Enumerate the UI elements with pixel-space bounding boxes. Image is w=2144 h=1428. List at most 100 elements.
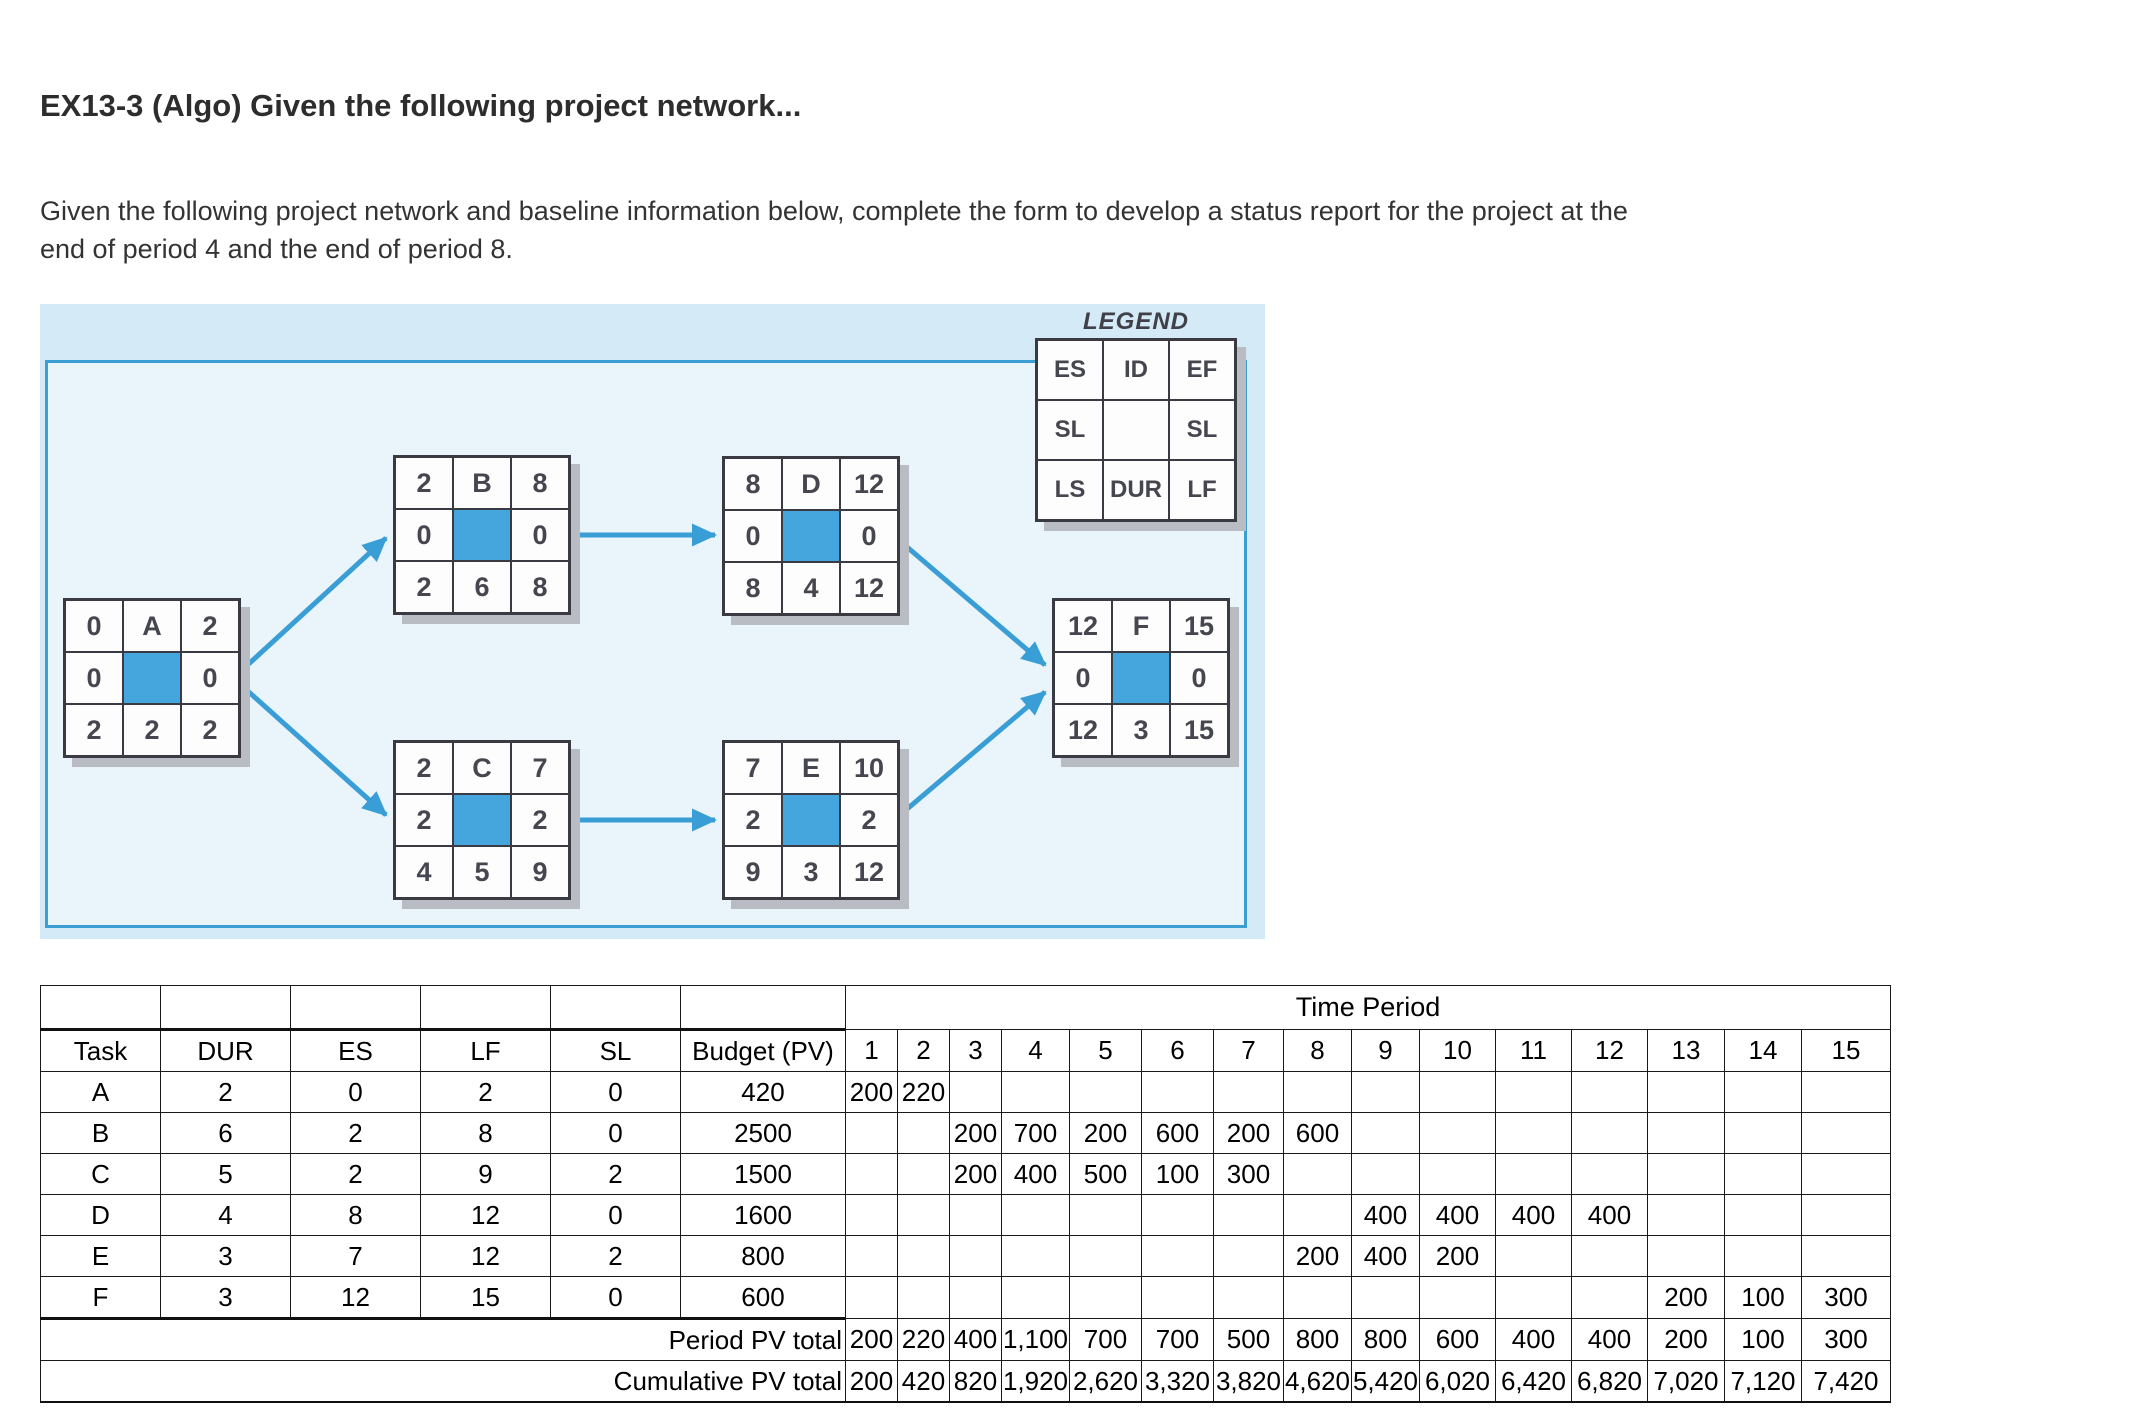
legend-cell: ID xyxy=(1103,340,1169,400)
sl-cell: 2 xyxy=(550,1153,681,1195)
column-header: 13 xyxy=(1647,1029,1725,1072)
period-pv-cell xyxy=(1801,1112,1891,1154)
legend-cell: ES xyxy=(1037,340,1103,400)
node-A-cell: 2 xyxy=(65,704,123,756)
blank-header-cell xyxy=(40,985,161,1031)
dur-cell: 2 xyxy=(160,1071,291,1113)
task-label: C xyxy=(40,1153,161,1195)
period-total-cell: 700 xyxy=(1069,1318,1142,1361)
time-period-row: Time Period xyxy=(40,985,1891,1031)
cumulative-total-cell: 7,020 xyxy=(1647,1360,1725,1403)
period-pv-cell xyxy=(1495,1235,1572,1277)
node-E-cell: 12 xyxy=(840,846,898,898)
sl-cell: 0 xyxy=(550,1276,681,1319)
period-total-cell: 220 xyxy=(897,1318,950,1361)
cumulative-total-cell: 820 xyxy=(949,1360,1002,1403)
column-header: 12 xyxy=(1571,1029,1648,1072)
node-C-cell: 7 xyxy=(511,742,569,794)
period-pv-cell xyxy=(1283,1153,1352,1195)
column-header: 1 xyxy=(845,1029,898,1072)
cumulative-total-cell: 6,420 xyxy=(1495,1360,1572,1403)
period-pv-cell xyxy=(1495,1071,1572,1113)
period-pv-cell: 400 xyxy=(1351,1194,1420,1236)
node-D-cell: 8 xyxy=(724,458,782,510)
node-D-cell: 0 xyxy=(840,510,898,562)
node-A-cell: A xyxy=(123,600,181,652)
period-pv-cell: 300 xyxy=(1801,1276,1891,1319)
period-pv-cell xyxy=(949,1235,1002,1277)
column-header: 6 xyxy=(1141,1029,1214,1072)
time-period-header: Time Period xyxy=(845,985,1891,1030)
period-pv-cell xyxy=(1213,1276,1284,1319)
cumulative-pv-total-label: Cumulative PV total xyxy=(40,1360,846,1403)
column-header: 4 xyxy=(1001,1029,1070,1072)
column-header: 8 xyxy=(1283,1029,1352,1072)
legend-cell: LF xyxy=(1169,460,1235,520)
period-pv-cell xyxy=(1647,1112,1725,1154)
arrow-e-to-f xyxy=(898,690,1047,817)
budget-cell: 800 xyxy=(680,1235,846,1277)
budget-cell: 420 xyxy=(680,1071,846,1113)
period-total-cell: 200 xyxy=(1647,1318,1725,1361)
column-header: 11 xyxy=(1495,1029,1572,1072)
page-title: EX13-3 (Algo) Given the following projec… xyxy=(40,88,802,123)
period-total-cell: 1,100 xyxy=(1001,1318,1070,1361)
column-header: Budget (PV) xyxy=(680,1029,846,1072)
period-pv-cell xyxy=(1213,1194,1284,1236)
period-pv-cell: 400 xyxy=(1495,1194,1572,1236)
period-pv-cell xyxy=(897,1153,950,1195)
period-pv-cell xyxy=(1001,1071,1070,1113)
period-pv-cell xyxy=(1801,1153,1891,1195)
node-E-cell: 7 xyxy=(724,742,782,794)
period-pv-cell: 600 xyxy=(1283,1112,1352,1154)
cumulative-total-cell: 7,420 xyxy=(1801,1360,1891,1403)
node-E-cell: E xyxy=(782,742,840,794)
period-pv-cell xyxy=(897,1235,950,1277)
period-pv-cell xyxy=(1283,1276,1352,1319)
lf-cell: 12 xyxy=(420,1194,551,1236)
es-cell: 8 xyxy=(290,1194,421,1236)
node-C-cell: C xyxy=(453,742,511,794)
period-pv-cell xyxy=(897,1276,950,1319)
period-pv-cell xyxy=(897,1112,950,1154)
node-A-cell: 0 xyxy=(65,652,123,704)
period-pv-cell: 200 xyxy=(1213,1112,1284,1154)
period-pv-cell xyxy=(949,1194,1002,1236)
period-pv-cell xyxy=(1571,1235,1648,1277)
arrow-d-to-f xyxy=(898,539,1047,667)
period-pv-cell: 300 xyxy=(1213,1153,1284,1195)
dur-cell: 5 xyxy=(160,1153,291,1195)
node-C-cell: 2 xyxy=(395,742,453,794)
node-E-cell: 2 xyxy=(724,794,782,846)
node-C-cell: 4 xyxy=(395,846,453,898)
column-header: SL xyxy=(550,1029,681,1072)
node-F-cell: 0 xyxy=(1054,652,1112,704)
period-pv-cell xyxy=(845,1112,898,1154)
network-arrows xyxy=(239,523,1047,832)
period-pv-cell: 400 xyxy=(1571,1194,1648,1236)
period-total-cell: 400 xyxy=(1571,1318,1648,1361)
es-cell: 12 xyxy=(290,1276,421,1319)
period-pv-cell xyxy=(1001,1194,1070,1236)
period-total-cell: 800 xyxy=(1351,1318,1420,1361)
period-pv-cell: 200 xyxy=(949,1153,1002,1195)
column-header: 10 xyxy=(1419,1029,1496,1072)
legend-title: LEGEND xyxy=(1082,308,1189,335)
period-pv-cell xyxy=(845,1194,898,1236)
blank-header-cell xyxy=(420,985,551,1031)
node-B-cell: 8 xyxy=(511,561,569,613)
period-pv-cell xyxy=(1351,1071,1420,1113)
period-pv-cell xyxy=(845,1235,898,1277)
period-pv-cell xyxy=(1647,1153,1725,1195)
period-pv-cell: 200 xyxy=(1069,1112,1142,1154)
period-total-cell: 100 xyxy=(1724,1318,1802,1361)
budget-cell: 1600 xyxy=(680,1194,846,1236)
node-E-cell: 10 xyxy=(840,742,898,794)
period-pv-cell xyxy=(1495,1112,1572,1154)
dur-cell: 3 xyxy=(160,1276,291,1319)
